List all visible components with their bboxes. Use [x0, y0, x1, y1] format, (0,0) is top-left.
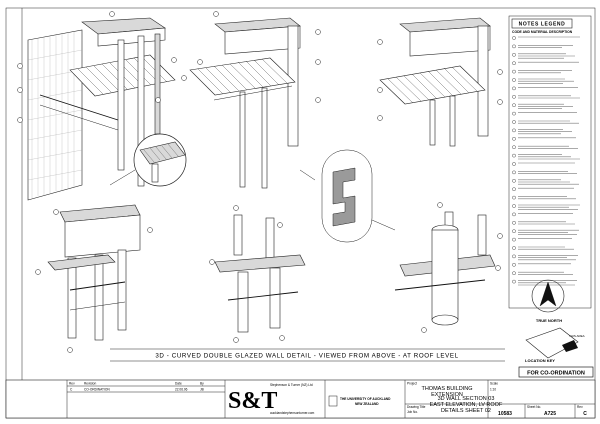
sheet-number: A725: [544, 411, 556, 417]
university-crest-icon: [328, 395, 338, 407]
rev-short-header: Rev: [577, 405, 583, 409]
revision-row-text: CO-ORDINATION: [84, 388, 110, 392]
revision-row-date: 22.06.06: [175, 388, 188, 392]
sheet-title-line3: DETAILS SHEET 02: [441, 408, 491, 414]
bracket-profile-detail: [299, 149, 396, 243]
sheet-title-line1: 3D WALL SECTION 03: [438, 396, 495, 402]
legend-item-bubble: [512, 44, 516, 49]
revision-letter: C: [583, 411, 587, 417]
detail-view-6: [394, 202, 503, 333]
legend-item-bubble: [512, 69, 516, 74]
legend-item-bubble: [512, 86, 516, 91]
legend-item-bubble: [512, 229, 516, 233]
client-region: NEW ZEALAND: [355, 402, 379, 406]
legend-item-bubble: [512, 36, 516, 40]
job-number: 10583: [498, 411, 512, 417]
legend-item-bubble: [512, 78, 516, 82]
legend-item-bubble: [512, 162, 516, 166]
status-stamp-text: FOR CO-ORDINATION: [527, 371, 585, 377]
sheet-title-line2: EAST ELEVATION, LV ROOF: [430, 402, 503, 408]
north-arrow: TRUE NORTH: [531, 279, 565, 323]
sheet-no-header: Sheet No.: [527, 405, 541, 409]
magnified-detail-circle: [109, 133, 187, 187]
revision-header: Revision: [84, 382, 96, 386]
legend-item-bubble: [512, 153, 516, 158]
legend-title: NOTES LEGEND: [519, 22, 566, 28]
legend-item-bubble: [512, 262, 516, 267]
job-no-header: Job No.: [407, 410, 418, 414]
legend-item-bubble: [512, 271, 516, 276]
title-block: Rev Revision Date By C CO-ORDINATION 22.…: [5, 379, 596, 419]
legend-item-bubble: [512, 187, 516, 191]
detail-view-3: [377, 17, 503, 147]
status-stamp: FOR CO-ORDINATION: [518, 366, 594, 378]
location-key-area: THIS AREA: [569, 334, 585, 338]
client-name: THE UNIVERSITY OF AUCKLAND: [340, 397, 391, 401]
legend-item-bubble: [512, 170, 516, 175]
legend-item-bubble: [512, 120, 516, 124]
detail-view-1: [17, 11, 187, 201]
date-header: Date: [175, 382, 182, 386]
legend-item-bubble: [512, 279, 516, 284]
location-key-label: LOCATION KEY: [525, 358, 555, 363]
legend-item-bubble: [512, 61, 516, 66]
firm-name: Stephenson & Turner (NZ) Ltd: [270, 383, 313, 387]
legend-item-bubble: [512, 111, 516, 116]
revision-row-by: JB: [200, 388, 204, 392]
scale-label: Scale: [490, 382, 498, 386]
drawing-title-band: 3D - CURVED DOUBLE GLAZED WALL DETAIL - …: [110, 348, 505, 362]
drawing-title: 3D - CURVED DOUBLE GLAZED WALL DETAIL - …: [155, 353, 458, 360]
legend-item-bubble: [512, 204, 516, 208]
legend-item-bubble: [512, 254, 516, 259]
true-north-label: TRUE NORTH: [536, 318, 562, 323]
scale-value: 1:10: [490, 388, 496, 392]
by-header: By: [200, 382, 204, 386]
project-subtitle: EXTENSION: [431, 392, 463, 398]
project-name: THOMAS BUILDING: [421, 386, 472, 392]
legend-item-bubble: [512, 246, 516, 250]
legend-item-bubble: [512, 195, 516, 200]
project-header: Project: [407, 382, 417, 386]
legend-item-bubble: [512, 128, 516, 133]
legend-item-bubble: [512, 212, 516, 217]
firm-email: aucklandstephensonturner.com: [270, 411, 315, 415]
detail-view-2: [189, 11, 321, 189]
legend-item-bubble: [512, 95, 516, 99]
detail-view-5: [209, 205, 306, 343]
legend-item-bubble: [512, 136, 516, 141]
legend-item-bubble: [512, 53, 516, 57]
rev-header: Rev: [69, 382, 75, 386]
firm-logo: S&T: [228, 388, 277, 414]
legend-item-bubble: [512, 145, 516, 149]
legend-item-bubble: [512, 237, 516, 242]
detail-view-4: [35, 204, 153, 353]
legend-item-bubble: [512, 103, 516, 107]
legend-item-bubble: [512, 178, 516, 183]
legend-subtitle: CODE AND MATERIAL DESCRIPTION: [512, 30, 573, 34]
location-key: THIS AREA LOCATION KEY: [525, 327, 585, 363]
legend-items: [512, 36, 580, 286]
drawing-title-header: Drawing Title: [407, 405, 426, 409]
notes-legend: NOTES LEGEND CODE AND MATERIAL DESCRIPTI…: [508, 15, 592, 309]
legend-item-bubble: [512, 220, 516, 225]
revision-row-rev: C: [70, 388, 73, 392]
